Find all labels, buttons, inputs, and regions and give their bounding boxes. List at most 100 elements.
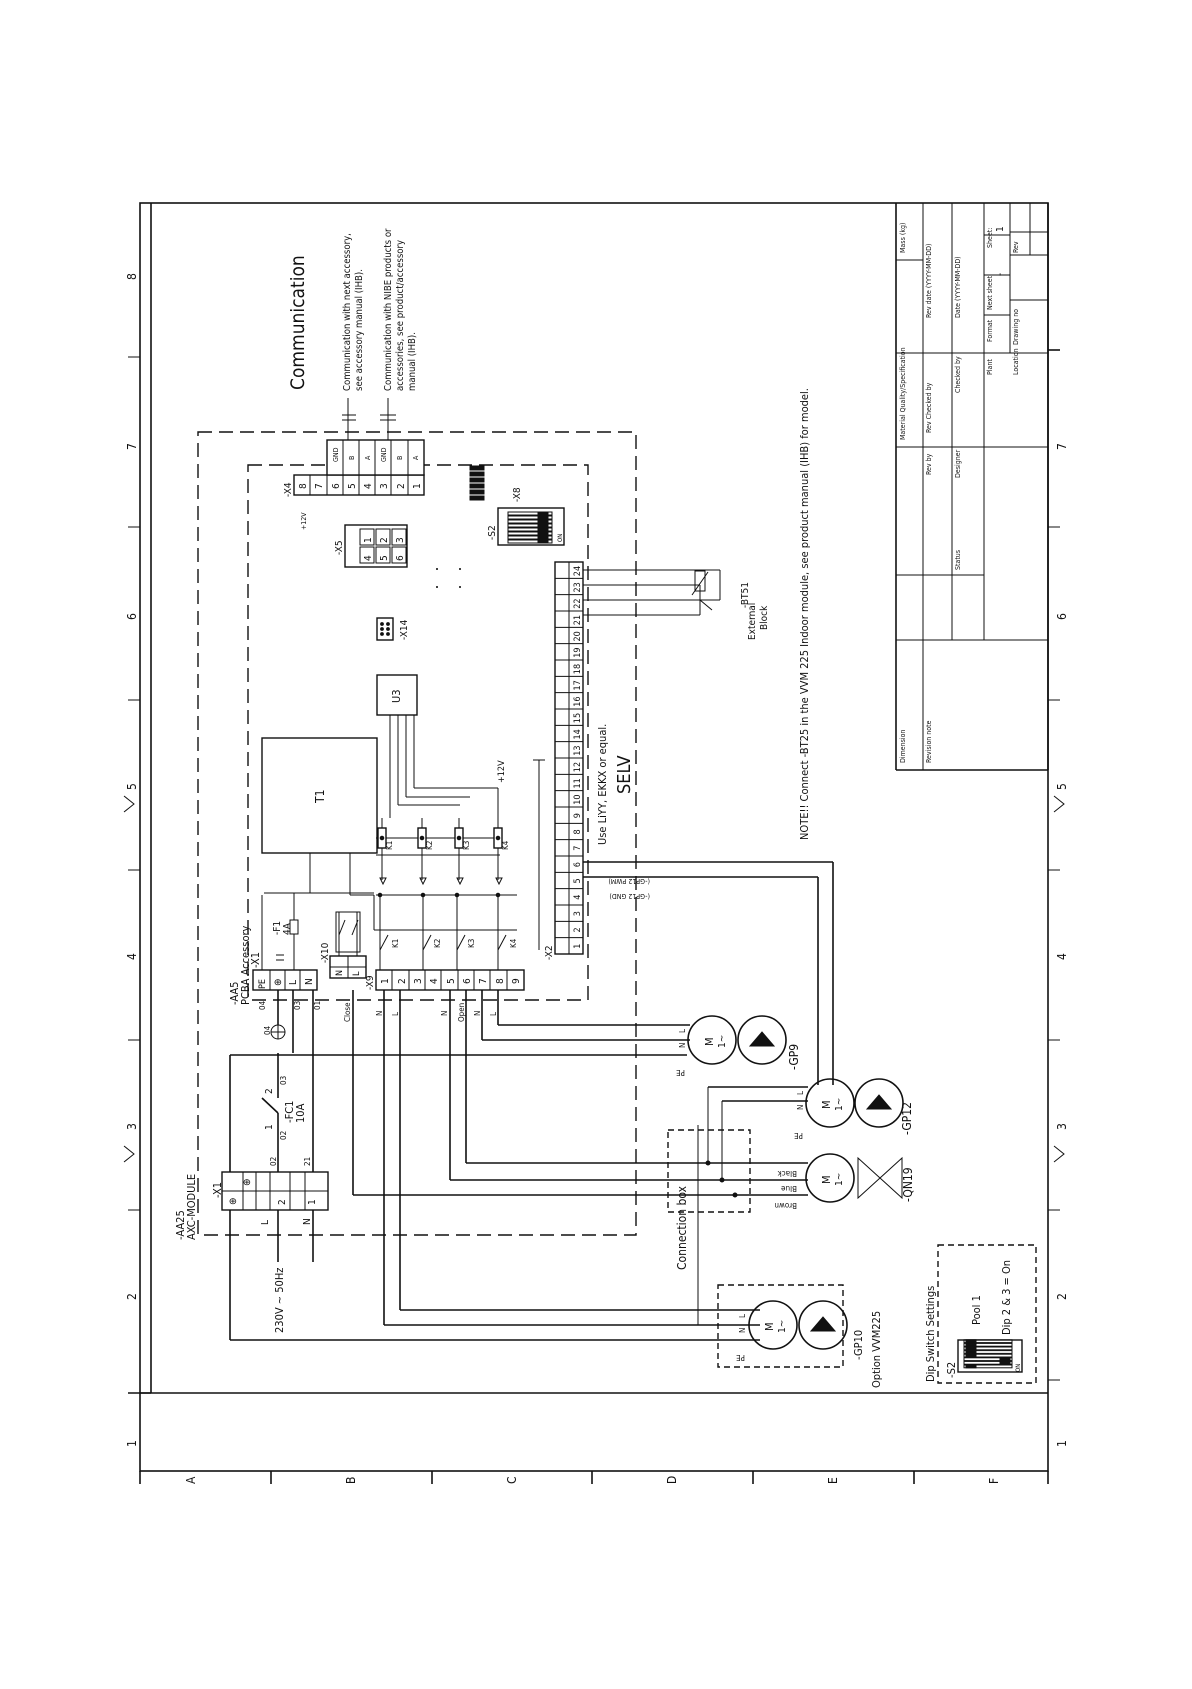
x2-terminal: 2 bbox=[573, 927, 583, 932]
tb-checked-by: Checked by bbox=[954, 356, 962, 393]
note-nibe-line1: Communication with NIBE products or bbox=[383, 228, 394, 391]
gp10-pump: M 1~ L N PE -GP10 Option VVM225 bbox=[736, 1300, 883, 1388]
grid-col-label: 4 bbox=[125, 953, 139, 960]
note-nibe-line3: manual (IHB). bbox=[407, 332, 418, 391]
tb-revision-note: Revision note bbox=[925, 720, 933, 763]
f1-rating: 4A bbox=[282, 922, 293, 935]
fc1-rating: 10A bbox=[294, 1103, 307, 1123]
dip-s2: -S2 bbox=[945, 1362, 958, 1378]
tb-mass: Mass (kg) bbox=[899, 223, 907, 253]
wire-label-03: 03 bbox=[293, 1001, 302, 1010]
x14-label: -X14 bbox=[399, 619, 410, 640]
aa5-x1-terminal: N bbox=[304, 978, 315, 985]
connection-box-enclosure bbox=[667, 1129, 751, 1213]
gp10-l: L bbox=[738, 1314, 747, 1318]
x2-terminal: 21 bbox=[573, 615, 583, 625]
relay-contact-label: K2 bbox=[433, 939, 442, 948]
board-s2-label: -S2 bbox=[487, 525, 498, 540]
tb-date: Date (YYYY-MM-DD) bbox=[954, 256, 962, 318]
x9-terminal: 3 bbox=[413, 978, 424, 984]
x2-terminal: 23 bbox=[573, 582, 583, 592]
relay-coil-label: K4 bbox=[501, 840, 510, 850]
external-block-line2: Block bbox=[759, 605, 770, 630]
u3-module: U3 +12V bbox=[376, 674, 507, 832]
x2-terminal: 12 bbox=[573, 762, 583, 772]
t1-transformer: T1 bbox=[261, 737, 517, 931]
aa25-enclosure bbox=[197, 431, 637, 1236]
board-dip-switch: -S2 ON -X8 bbox=[469, 465, 565, 546]
module-labels: -AA25 AXC-MODULE -AA5 PCBA Accessory -X1… bbox=[174, 925, 689, 1333]
tb-designer: Designer bbox=[954, 449, 962, 478]
aa25-terminal: L bbox=[260, 1220, 271, 1225]
gp12-label: -GP12 bbox=[900, 1102, 914, 1135]
gp12-motor-symbol: M bbox=[820, 1100, 833, 1109]
x9-terminal: 1 bbox=[380, 978, 391, 984]
qn19-label: -QN19 bbox=[901, 1167, 915, 1202]
communication-title: Communication bbox=[287, 255, 309, 390]
wire-label-04: 04 bbox=[258, 1000, 267, 1010]
x9-wire-labels: Close N L N Open N L bbox=[343, 1002, 498, 1022]
grid-column-labels: 1 2 3 4 5 6 7 8 1 2 3 4 5 6 7 bbox=[125, 273, 1069, 1447]
tb-format: Format bbox=[986, 319, 994, 342]
aa5-x1-terminal: ⊕ bbox=[273, 978, 284, 986]
x8-label: -X8 bbox=[512, 487, 523, 502]
qn19-blue: Blue bbox=[781, 1184, 798, 1193]
x10-terminal: N bbox=[335, 970, 345, 976]
wire-label-02: 02 bbox=[269, 1157, 278, 1166]
aa25-terminal: N bbox=[302, 1218, 313, 1225]
wire-label-close: Close bbox=[343, 1002, 352, 1022]
x2-terminal: 7 bbox=[573, 846, 583, 851]
x2-terminal: 10 bbox=[573, 794, 583, 804]
supply-wires bbox=[229, 985, 760, 1341]
fc1-pole-2: 2 bbox=[264, 1088, 275, 1094]
grid-col-label: 4 bbox=[1055, 953, 1069, 960]
gp9-pe: PE bbox=[676, 1068, 685, 1077]
x4-terminal: 1 bbox=[412, 483, 423, 489]
tb-plant: Plant bbox=[986, 359, 994, 375]
x2-terminal: 19 bbox=[573, 647, 583, 657]
aa5-name: PCBA Accessory bbox=[239, 925, 252, 1005]
x10-label: -X10 bbox=[320, 942, 331, 963]
x4-wire: GND bbox=[380, 447, 388, 462]
grid-col-label: 2 bbox=[125, 1293, 139, 1300]
aa5-label: -AA5 bbox=[228, 982, 241, 1005]
dip-setting: Dip 2 & 3 = On bbox=[1000, 1260, 1013, 1335]
supply-label: 230V ~ 50Hz bbox=[273, 1268, 286, 1333]
x2-terminal: 8 bbox=[573, 829, 583, 834]
x2-terminal: 17 bbox=[573, 680, 583, 690]
fc1-label: -FC1 bbox=[283, 1101, 296, 1123]
gp9-label: -GP9 bbox=[787, 1044, 801, 1070]
x9-terminal: 5 bbox=[446, 978, 457, 984]
gp12-l: L bbox=[796, 1091, 805, 1095]
tb-next-sheet-value: - bbox=[995, 273, 1006, 276]
wire-label-l: L bbox=[391, 1012, 400, 1016]
gp12-motor-phase: 1~ bbox=[834, 1098, 845, 1111]
tb-sheet: Sheet: bbox=[986, 228, 994, 248]
wire-label-21: 21 bbox=[303, 1157, 312, 1166]
x2-terminal: 13 bbox=[573, 745, 583, 755]
x2-terminal: 24 bbox=[573, 566, 583, 576]
grid-row-label: F bbox=[987, 1478, 1001, 1484]
x5-label: -X5 bbox=[334, 540, 345, 555]
connection-box-label: Connection box bbox=[675, 1185, 689, 1270]
tb-rev-date: Rev date (YYYY-MM-DD) bbox=[925, 244, 933, 318]
x4-terminal: 7 bbox=[314, 483, 325, 489]
relay-coil-label: K1 bbox=[385, 841, 394, 850]
x9-terminal: 2 bbox=[397, 978, 408, 984]
external-block-line1: External bbox=[747, 603, 758, 640]
gp12-n: N bbox=[796, 1105, 805, 1110]
grid-ticks bbox=[128, 356, 1060, 1381]
x9-terminal: 6 bbox=[462, 978, 473, 984]
tb-location: Location bbox=[1012, 348, 1020, 375]
x5-terminal: 4 bbox=[363, 555, 374, 561]
communication-section: Communication Communication with next ac… bbox=[287, 228, 418, 475]
board-dip-on: ON bbox=[557, 534, 564, 542]
fc1-breaker: 1 2 -FC1 10A 02 03 bbox=[261, 1053, 307, 1140]
plus12v-relay: +12V bbox=[497, 760, 507, 783]
grid-row-label: B bbox=[344, 1477, 358, 1484]
x4-terminal: 4 bbox=[363, 483, 374, 489]
relay-coils: K1 K2 K3 K4 bbox=[376, 818, 510, 886]
grid-col-label: 7 bbox=[125, 443, 139, 450]
x2-terminal: 20 bbox=[573, 631, 583, 641]
aa5-x1-terminal-block: PE ⊕ L N 04 04 03 01 bbox=[252, 969, 322, 1053]
